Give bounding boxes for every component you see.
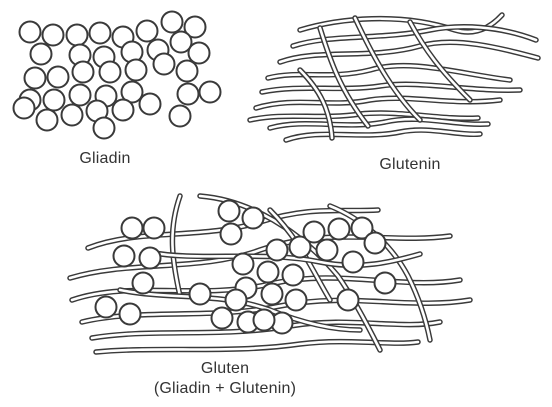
gliadin-globule (154, 54, 175, 75)
gliadin-globule (144, 218, 165, 239)
gliadin-globule (212, 308, 233, 329)
gliadin-globule (137, 21, 158, 42)
gliadin-globule (44, 90, 65, 111)
gluten-network (70, 196, 470, 352)
gliadin-globule (20, 22, 41, 43)
gluten-fiber (96, 342, 418, 352)
gliadin-globule (140, 248, 161, 269)
gliadin-globule (304, 222, 325, 243)
gliadin-globule (219, 201, 240, 222)
glutenin-fiber (256, 98, 500, 108)
glutenin-fibers (250, 15, 538, 140)
gliadin-globule (283, 265, 304, 286)
gliadin-globule (243, 208, 264, 229)
gliadin-globule (100, 62, 121, 83)
gliadin-globule (200, 82, 221, 103)
gliadin-globule (25, 68, 46, 89)
gliadin-globule (190, 284, 211, 305)
gliadin-globule (114, 246, 135, 267)
gliadin-globule (70, 85, 91, 106)
gliadin-globule (178, 84, 199, 105)
gliadin-globule (126, 60, 147, 81)
gliadin-globule (189, 43, 210, 64)
gliadin-globule (267, 240, 288, 261)
gliadin-globule (31, 44, 52, 65)
gliadin-globule (286, 290, 307, 311)
gliadin-globule (62, 105, 83, 126)
gliadin-globule (329, 219, 350, 240)
gliadin-globule (94, 118, 115, 139)
gluten-label: Gluten (150, 360, 300, 378)
gliadin-globule (67, 25, 88, 46)
gliadin-globule (258, 262, 279, 283)
gliadin-globules (14, 12, 221, 139)
gliadin-globule (343, 252, 364, 273)
gliadin-globule (43, 25, 64, 46)
gliadin-globule (375, 273, 396, 294)
gliadin-globule (262, 284, 283, 305)
gliadin-globule (48, 67, 69, 88)
gluten-fiber (172, 196, 180, 296)
gliadin-globule (90, 23, 111, 44)
gliadin-globule (140, 94, 161, 115)
gliadin-globule (113, 100, 134, 121)
gliadin-globule (73, 62, 94, 83)
gliadin-globule (254, 310, 275, 331)
gliadin-globule (14, 98, 35, 119)
glutenin-label: Glutenin (360, 156, 460, 174)
gliadin-globule (317, 240, 338, 261)
gliadin-globule (122, 218, 143, 239)
gliadin-globule (365, 233, 386, 254)
gliadin-globule (133, 273, 154, 294)
gliadin-globule (96, 297, 117, 318)
gliadin-globule (120, 304, 141, 325)
gliadin-globule (226, 290, 247, 311)
gliadin-label: Gliadin (60, 150, 150, 168)
glutenin-fiber (286, 130, 480, 140)
gliadin-globule (221, 224, 242, 245)
glutenin-fiber (270, 119, 488, 128)
glutenin-fiber (280, 42, 538, 62)
gliadin-globule (162, 12, 183, 33)
gluten-components-label: (Gliadin + Glutenin) (110, 380, 340, 398)
gliadin-globule (233, 254, 254, 275)
gliadin-globule (170, 106, 191, 127)
gliadin-globule (177, 61, 198, 82)
gliadin-globule (338, 290, 359, 311)
gliadin-globule (37, 110, 58, 131)
